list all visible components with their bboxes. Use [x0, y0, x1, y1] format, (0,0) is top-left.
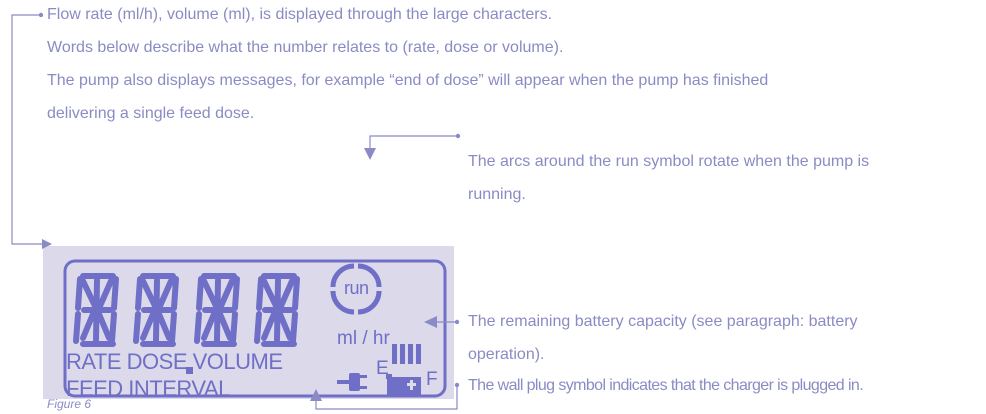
callout-run-line-2: running. [468, 186, 526, 203]
callout-display-line-2: Words below describe what the number rel… [47, 39, 564, 56]
lcd-graphics [63, 259, 447, 398]
unit-label: ml / hr [337, 328, 390, 349]
digit-3 [194, 273, 240, 347]
digit-1 [73, 273, 119, 347]
digit-4 [254, 273, 300, 347]
callout-display-line-1: Flow rate (ml/h), volume (ml), is displa… [47, 6, 553, 23]
figure-caption: Figure 6 [47, 397, 92, 411]
lcd-line-feed-interval: FEED INTERVAL [66, 376, 230, 401]
callout-run-line-1: The arcs around the run symbol rotate wh… [468, 153, 870, 170]
digit-2 [133, 273, 179, 347]
battery-icon [386, 374, 421, 396]
battery-empty-label: E [376, 358, 389, 379]
battery-full-label: F [426, 369, 438, 390]
run-label: run [344, 278, 369, 298]
callout-display-line-4: delivering a single feed dose. [47, 105, 255, 122]
callout-display-line-3: The pump also displays messages, for exa… [47, 72, 769, 89]
run-arcs-icon [330, 263, 382, 315]
battery-level-icon [392, 344, 421, 364]
callout-battery-line-2: operation). [468, 346, 545, 363]
decimal-point [186, 367, 193, 374]
wall-plug-icon [337, 373, 367, 391]
lcd-display: run ml / hr RATE DOSE VOLUME FEED INTERV… [43, 246, 454, 401]
lcd-line-rate-dose-volume: RATE DOSE VOLUME [66, 349, 283, 374]
callout-plug-line: The wall plug symbol indicates that the … [468, 377, 864, 394]
callout-battery-line-1: The remaining battery capacity (see para… [468, 313, 858, 330]
